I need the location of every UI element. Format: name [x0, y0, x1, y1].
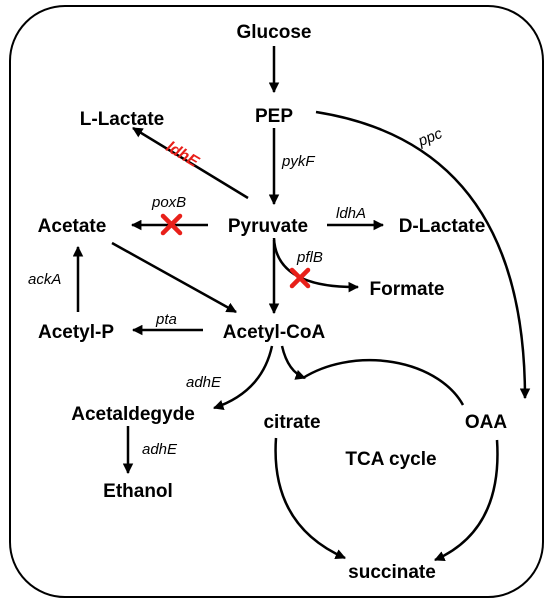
label-acetate: Acetate	[38, 216, 107, 237]
knockout-cross-poxb	[160, 213, 183, 236]
label-acetyl-p: Acetyl-P	[38, 322, 114, 343]
tca-arc-oaa-to-citrate	[302, 358, 465, 406]
label-l-lactate: L-Lactate	[80, 109, 164, 130]
enzyme-pta: pta	[155, 311, 177, 328]
enzyme-adhe-1: adhE	[186, 374, 222, 391]
enzyme-pflb: pflB	[296, 249, 323, 266]
label-d-lactate: D-Lactate	[399, 216, 486, 237]
enzyme-acka: ackA	[28, 271, 61, 288]
label-tca-cycle: TCA cycle	[345, 449, 436, 470]
enzyme-poxb: poxB	[151, 194, 186, 211]
label-citrate: citrate	[263, 412, 320, 433]
label-ethanol: Ethanol	[103, 481, 173, 502]
tca-arc-oaa-to-succinate	[434, 439, 499, 562]
arrow-pyruvate-to-l-lactate	[132, 126, 249, 200]
label-acetaldehyde: Acetaldegyde	[71, 404, 195, 425]
label-succinate: succinate	[348, 562, 436, 583]
label-pyruvate: Pyruvate	[228, 216, 308, 237]
label-oaa: OAA	[465, 412, 508, 433]
arrow-pep-to-oaa	[315, 110, 531, 400]
label-formate: Formate	[370, 279, 445, 300]
tca-arc-citrate-to-succinate	[274, 437, 346, 560]
enzyme-adhe-2: adhE	[142, 441, 178, 458]
label-acetyl-coa: Acetyl-CoA	[223, 322, 326, 343]
enzyme-pykf: pykF	[281, 153, 315, 170]
label-glucose: Glucose	[237, 22, 312, 43]
cell-boundary	[9, 5, 544, 598]
knockout-cross-pflb	[289, 267, 311, 289]
enzyme-ldha: ldhA	[336, 205, 366, 222]
label-pep: PEP	[255, 106, 293, 127]
arrow-acetate-to-acetyl-coa	[111, 241, 237, 314]
arrow-acetyl-coa-to-citrate	[280, 345, 306, 380]
arrow-acetyl-coa-to-acetaldehyde	[213, 345, 274, 410]
enzyme-ppc: ppc	[415, 125, 445, 150]
